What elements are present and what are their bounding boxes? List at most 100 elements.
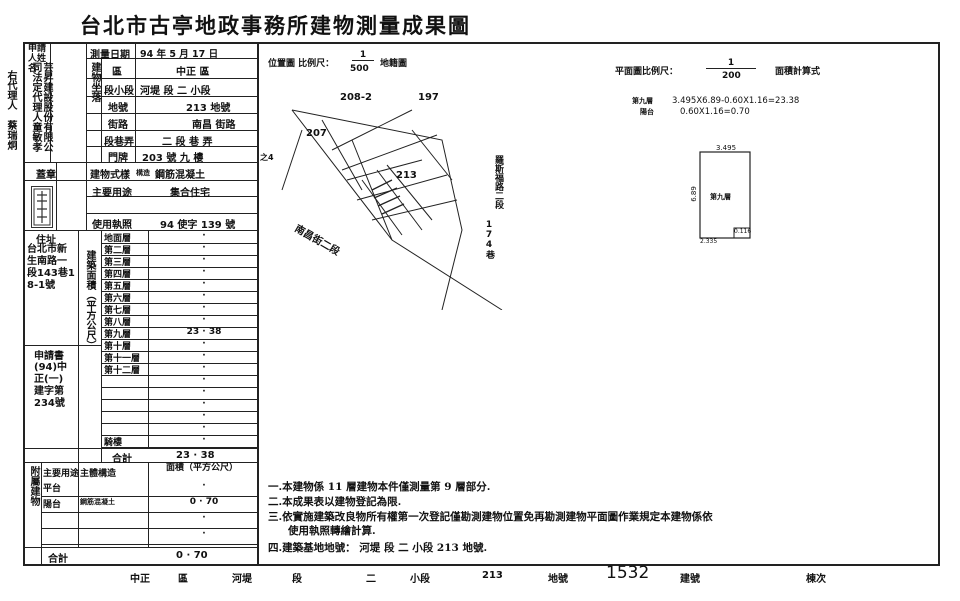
floor-name: 第十一層 — [104, 354, 141, 364]
address-label: 住址 — [36, 235, 56, 246]
calc-row-2-formula: 0.60X1.16=0.70 — [680, 107, 750, 117]
section-label: 段小段 — [104, 86, 134, 97]
location-scale-label: 位置圖 比例尺： — [268, 59, 335, 69]
document-title: 台北市古亭地政事務所建物測量成果圖 — [80, 13, 471, 38]
floor-row-line — [101, 279, 259, 280]
floor-name: 第八層 — [104, 318, 132, 328]
floor-value: · — [202, 387, 206, 397]
floor-row-line — [101, 303, 259, 304]
attached-use-label: 主要用途 — [43, 469, 80, 479]
floor-value: · — [202, 351, 206, 361]
floor-row-line — [101, 267, 259, 268]
door-label: 門牌 — [108, 153, 128, 164]
note-1: 一.本建物係 11 層建物本件僅測量第 9 層部分. — [268, 481, 491, 493]
main-use-value: 集合住宅 — [170, 188, 210, 199]
floor-value: · — [202, 291, 206, 301]
floor-row-line — [101, 351, 259, 352]
lot-label: 地號 — [108, 103, 128, 114]
attached-area: · — [202, 529, 206, 539]
floor-row-line — [101, 399, 259, 400]
floor-value: · — [202, 315, 206, 325]
floor-row-line — [101, 411, 259, 412]
lot-value: 213 地號 — [186, 103, 231, 114]
floor-row-line — [101, 387, 259, 388]
plan-dim-left: 6.89 — [689, 186, 698, 202]
plan-dim-top: 3.495 — [716, 144, 737, 152]
seal-stamp — [31, 186, 53, 228]
attached-total-value: 0 · 70 — [176, 550, 208, 561]
footer-lot-suffix: 地號 — [548, 574, 568, 585]
plan-scale-num: 1 — [706, 58, 756, 69]
floor-name: 第九層 — [104, 330, 132, 340]
street-value: 南昌 街路 — [192, 120, 236, 131]
attached-area: · — [202, 481, 206, 491]
section-value: 河堤 段 二 小段 — [140, 86, 211, 97]
floor-value: · — [202, 231, 206, 241]
floor-value: · — [202, 279, 206, 289]
calc-row-1-formula: 3.495X6.89-0.60X1.16=23.38 — [672, 96, 800, 106]
attached-row-line — [41, 496, 259, 497]
floor-value: · — [202, 243, 206, 253]
location-label: 建物坐落 — [89, 62, 100, 102]
floor-name: 第十層 — [104, 342, 132, 352]
attached-area-label: 面積（平方公尺） — [165, 463, 238, 473]
seal-label: 蓋章 — [36, 170, 56, 181]
footer-build-no: 1532 — [606, 563, 650, 583]
floor-plan-drawing — [699, 151, 751, 239]
floor-value: · — [202, 303, 206, 313]
attached-row-line — [41, 512, 259, 513]
footer-seg: 段 — [292, 574, 302, 585]
location-scale-den: 500 — [350, 64, 369, 74]
lot-label-213: 213 — [396, 170, 417, 181]
footer-district: 中正 — [130, 574, 150, 585]
floor-value: · — [202, 423, 206, 433]
footer-district-suffix: 區 — [178, 574, 188, 585]
floor-value: · — [202, 255, 206, 265]
road-label-right: 羅斯福路二段 — [493, 155, 503, 209]
floor-row-line — [101, 291, 259, 292]
floor-name: 第四層 — [104, 270, 132, 280]
note-2: 二.本成果表以建物登記為限. — [268, 496, 402, 508]
applicant-name: 芸昇建設股份有限公司法定代理人童敏孝 — [30, 62, 52, 152]
calc-row-2-name: 陽台 — [640, 108, 654, 116]
floor-value: · — [202, 339, 206, 349]
plan-dim-bottom-left: 2.335 — [700, 238, 718, 245]
district-value: 中正 區 — [176, 67, 210, 78]
lot-label-207: 207 — [306, 128, 327, 139]
door-suffix: 之4 — [260, 153, 274, 162]
floor-name: 第十二層 — [104, 366, 141, 376]
floor-name: 第三層 — [104, 258, 132, 268]
area-label: 建築面積（平方公尺） — [84, 250, 95, 350]
note-3-cont: 使用執照轉繪計算. — [288, 525, 376, 537]
floor-value: · — [202, 375, 206, 385]
applicant-label: 申請人姓名 — [28, 44, 47, 74]
road-label-right-no: 174巷 — [484, 220, 494, 259]
cadastral-map — [281, 109, 503, 310]
calc-row-1-name: 第九層 — [632, 97, 653, 105]
attached-struct: 鋼筋混凝土 — [80, 498, 115, 506]
floor-value: · — [202, 399, 206, 409]
floor-name: 第二層 — [104, 246, 132, 256]
footer-small: 二 — [366, 574, 376, 585]
lot-label-208-2: 208-2 — [340, 92, 372, 103]
footer-section: 河堤 — [232, 574, 252, 585]
floor-row-line — [101, 423, 259, 424]
agent-label: 右代理人 — [5, 70, 16, 110]
application-value: (94)中正(一)建字第234號 — [34, 362, 68, 409]
footer-kind: 棟次 — [806, 574, 826, 585]
location-scale-num: 1 — [352, 50, 374, 61]
permit-label: 使用執照 — [92, 220, 132, 231]
plan-scale-den: 200 — [722, 71, 741, 81]
floor-row-line — [101, 327, 259, 328]
attached-label: 附屬建物 — [28, 466, 39, 506]
note-4: 四.建築基地地號： 河堤 段 二 小段 213 地號. — [268, 542, 488, 554]
attached-row-line — [41, 528, 259, 529]
footer-small-suffix: 小段 — [410, 574, 430, 585]
floor-row-line — [101, 447, 259, 448]
street-label: 街路 — [108, 120, 128, 131]
floor-row-line — [101, 243, 259, 244]
attached-area: · — [202, 513, 206, 523]
floor-row-line — [101, 255, 259, 256]
footer-lot: 213 — [482, 570, 503, 581]
door-value: 203 號 九 樓 — [142, 153, 204, 164]
